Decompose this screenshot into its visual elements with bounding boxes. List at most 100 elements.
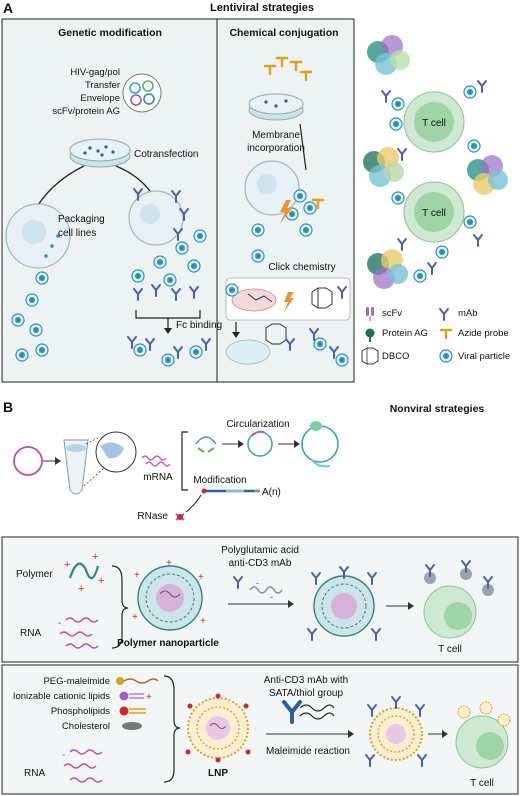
packaging-label-2: cell lines bbox=[58, 228, 96, 239]
click-reaction-box bbox=[225, 277, 351, 321]
svg-text:-: - bbox=[62, 750, 65, 761]
tcell-2-extra bbox=[413, 262, 437, 283]
svg-text:-: - bbox=[58, 618, 61, 629]
tcell-2: T cell bbox=[403, 181, 465, 243]
coated-nanoparticle-icon bbox=[307, 566, 381, 641]
plasmid-label-2: Transfer bbox=[85, 80, 120, 91]
svg-text:+: + bbox=[92, 551, 98, 563]
modification-label: Modification bbox=[193, 475, 246, 486]
rna-label-lnp: RNA bbox=[24, 768, 45, 779]
arrow-to-packaging bbox=[37, 165, 85, 206]
petri-dish-icon bbox=[69, 138, 131, 168]
phospholipid-icon bbox=[119, 706, 146, 716]
packaging-cell bbox=[5, 203, 71, 269]
svg-text:-: - bbox=[270, 592, 273, 602]
peg-maleimide-icon bbox=[116, 677, 159, 685]
legend-dbco: DBCO bbox=[382, 351, 409, 362]
chemical-title: Chemical conjugation bbox=[229, 27, 338, 39]
svg-text:+: + bbox=[98, 575, 104, 587]
ivt-tube-icon bbox=[63, 439, 89, 495]
maleimide-reaction-label: Maleimide reaction bbox=[266, 746, 350, 757]
rnase-label: RNase bbox=[137, 511, 168, 522]
azide-probe-icon bbox=[439, 328, 453, 340]
scfv-icon bbox=[366, 307, 374, 321]
polymer-label: Polymer bbox=[16, 569, 53, 580]
svg-text:+: + bbox=[146, 692, 152, 703]
cotransfection-label: Cotransfection bbox=[134, 149, 198, 160]
ionizable-label: Ionizable cationic lipids bbox=[13, 691, 110, 702]
mab-lnp-icon bbox=[365, 696, 427, 767]
panel-b-title: Nonviral strategies bbox=[390, 403, 485, 415]
legend-mab: mAb bbox=[458, 308, 478, 319]
polymer-nanoparticle-icon: + + + + + bbox=[132, 558, 206, 631]
panel-b-letter: B bbox=[3, 399, 13, 415]
legend-azide-probe: Azide probe bbox=[458, 328, 509, 339]
svg-text:+: + bbox=[200, 616, 206, 627]
branch-bracket bbox=[181, 431, 188, 491]
lnp-label: LNP bbox=[208, 768, 228, 779]
svg-text:+: + bbox=[198, 572, 204, 583]
viral-cluster-4 bbox=[367, 249, 408, 289]
legend: scFv mAb Protein AG Azide probe DBCO Vir… bbox=[361, 307, 510, 365]
mrna-label: mRNA bbox=[143, 472, 173, 483]
lnp-box bbox=[1, 664, 519, 795]
tcell-1: T cell bbox=[403, 91, 465, 153]
membrane-dish-icon bbox=[248, 93, 304, 121]
svg-text:+: + bbox=[166, 558, 172, 569]
packaging-label-1: Packaging bbox=[58, 214, 105, 225]
polymer-tcell-label: T cell bbox=[438, 644, 462, 655]
genetic-title: Genetic modification bbox=[58, 27, 162, 39]
plasmid-label-3: Envelope bbox=[80, 93, 120, 104]
polya-label: A(n) bbox=[262, 487, 281, 498]
viral-cluster-3 bbox=[467, 155, 508, 195]
rna-label-polymer: RNA bbox=[20, 628, 41, 639]
conjugated-product bbox=[225, 323, 349, 367]
plasmid-label-4: scFv/protein AG bbox=[52, 106, 120, 117]
viral-cluster-1 bbox=[367, 35, 410, 75]
protein-ag-icon bbox=[365, 328, 375, 342]
modified-mrna bbox=[201, 488, 260, 494]
arrow-to-pseudotyped bbox=[115, 165, 153, 195]
svg-text:+: + bbox=[64, 559, 70, 571]
rna-strand-icon-2: - bbox=[62, 749, 103, 783]
ionizable-lipid-icon: + bbox=[119, 691, 152, 703]
polymer-bracket bbox=[111, 565, 129, 649]
anticd3-label-1: Anti-CD3 mAb with bbox=[264, 675, 348, 686]
lnp-tcell-label: T cell bbox=[470, 778, 494, 789]
cholesterol-label: Cholesterol bbox=[62, 721, 110, 732]
rnase-icon bbox=[175, 513, 185, 521]
polyglutamic-label: Polyglutamic acid bbox=[221, 545, 299, 556]
peg-label: PEG-maleimide bbox=[43, 676, 110, 687]
circularization-label: Circularization bbox=[226, 419, 289, 430]
legend-viral-particle: Viral particle bbox=[458, 351, 510, 362]
panel-a-title: Lentiviral strategies bbox=[210, 2, 314, 14]
mab-icon bbox=[439, 308, 449, 321]
viral-particle-icon bbox=[439, 349, 453, 363]
svg-text:+: + bbox=[78, 583, 84, 595]
viral-cluster-2 bbox=[363, 147, 404, 187]
svg-text:-: - bbox=[256, 578, 259, 588]
svg-text:+: + bbox=[134, 570, 140, 581]
plasmid-circle bbox=[13, 446, 43, 476]
anticd3-label-2: SATA/thiol group bbox=[269, 688, 344, 699]
circular-mrna bbox=[247, 430, 273, 457]
linear-mrna bbox=[195, 436, 217, 453]
cholesterol-icon bbox=[122, 722, 142, 730]
dbco-icon bbox=[361, 347, 379, 365]
lnp-icon bbox=[185, 693, 251, 763]
anticd3-label-polymer: anti-CD3 mAb bbox=[229, 558, 292, 569]
lnp-tcell-icon bbox=[455, 701, 511, 769]
legend-protein-ag: Protein AG bbox=[382, 328, 428, 339]
membrane-label-2: incorporation bbox=[247, 143, 305, 154]
panel-a-letter: A bbox=[3, 0, 13, 16]
polymer-tcell-icon bbox=[423, 560, 494, 639]
ribosome-mrna bbox=[301, 421, 339, 468]
svg-text:+: + bbox=[132, 612, 138, 623]
polymer-nanoparticle-label: Polymer nanoparticle bbox=[117, 638, 219, 649]
plasmid-label-1: HIV-gag/pol bbox=[70, 67, 120, 78]
pga-mab-icon: - - bbox=[233, 576, 283, 602]
click-chemistry-label: Click chemistry bbox=[268, 262, 335, 273]
mrna-strands-icon bbox=[141, 455, 171, 467]
rna-strand-icon-1: - bbox=[58, 617, 99, 649]
pseudotyped-cell bbox=[128, 188, 189, 246]
